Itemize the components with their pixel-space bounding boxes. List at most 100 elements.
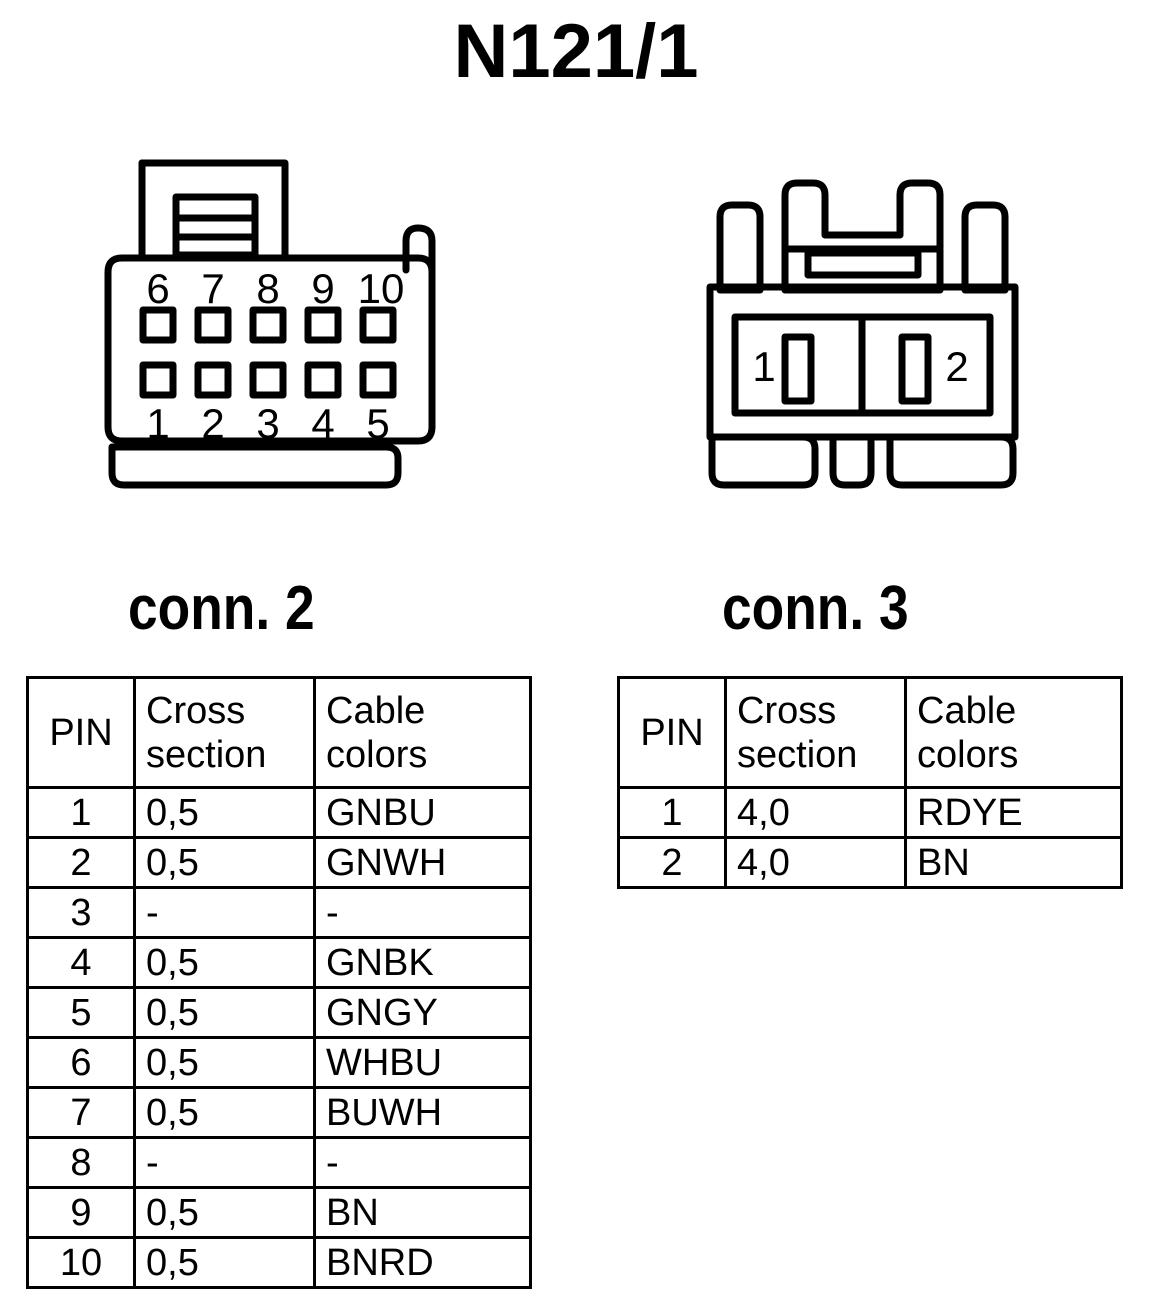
pin-label-4: 4: [311, 400, 334, 447]
cavity-pin-4: [304, 361, 342, 399]
cell-colors: GNWH: [313, 836, 532, 889]
header-colors-line2: colors: [326, 733, 428, 776]
header-cross-line2: section: [737, 733, 858, 776]
table-row: 2 4,0 BN: [617, 836, 1123, 889]
cell-colors: BUWH: [313, 1086, 532, 1139]
pin-label-7: 7: [201, 265, 224, 312]
table-body-conn2: 1 0,5 GNBU 2 0,5 GNWH 3 - - 4 0,5 GNBK 5…: [26, 786, 532, 1289]
cell-pin: 1: [617, 786, 727, 839]
blade-slot-pin-1: [781, 333, 815, 405]
pin-table-conn2: PIN Cross section Cable colors 1 0,5 GNB…: [26, 676, 532, 1289]
cell-pin: 7: [26, 1086, 136, 1139]
cell-pin: 10: [26, 1236, 136, 1289]
latch-outer-frame: [138, 159, 289, 259]
side-tab-right-inner: [402, 224, 422, 274]
cavity-pin-5: [359, 361, 397, 399]
center-latch: [781, 179, 944, 294]
top-post-right: [961, 201, 1009, 294]
cell-cross: 0,5: [133, 1036, 316, 1089]
cell-pin: 5: [26, 986, 136, 1039]
pin-label-3: 3: [256, 400, 279, 447]
table-row: 7 0,5 BUWH: [26, 1086, 532, 1139]
cell-cross: 0,5: [133, 1086, 316, 1139]
table-row: 8 - -: [26, 1136, 532, 1189]
cell-pin: 1: [26, 786, 136, 839]
chamber-label-1: 1: [752, 343, 775, 390]
header-cross-section: Cross section: [133, 676, 316, 789]
header-row: PIN Cross section Cable colors: [26, 676, 532, 789]
cell-colors: -: [313, 1136, 532, 1189]
bottom-tab-center: [829, 433, 875, 489]
table-row: 1 4,0 RDYE: [617, 786, 1123, 839]
header-row: PIN Cross section Cable colors: [617, 676, 1123, 789]
conn3-caption: conn. 3: [722, 574, 909, 643]
cell-colors: BN: [904, 836, 1123, 889]
table-row: 1 0,5 GNBU: [26, 786, 532, 839]
pin-label-5: 5: [366, 400, 389, 447]
cell-colors: GNBU: [313, 786, 532, 839]
cell-pin: 8: [26, 1136, 136, 1189]
pin-label-6: 6: [146, 265, 169, 312]
cell-pin: 6: [26, 1036, 136, 1089]
table-row: 9 0,5 BN: [26, 1186, 532, 1239]
header-cross-section: Cross section: [724, 676, 907, 789]
table-row: 2 0,5 GNWH: [26, 836, 532, 889]
cell-pin: 3: [26, 886, 136, 939]
table-row: 5 0,5 GNGY: [26, 986, 532, 1039]
table-body-conn3: 1 4,0 RDYE 2 4,0 BN: [617, 786, 1123, 889]
chamber-label-2: 2: [945, 343, 968, 390]
bottom-tab-left: [708, 433, 819, 489]
cell-cross: 0,5: [133, 1186, 316, 1239]
cell-cross: -: [133, 1136, 316, 1189]
cell-colors: BN: [313, 1186, 532, 1239]
housing-lower-lip: [108, 443, 402, 489]
cell-pin: 2: [26, 836, 136, 889]
housing-body: [706, 283, 1019, 441]
cell-colors: WHBU: [313, 1036, 532, 1089]
header-cross-line1: Cross: [146, 689, 246, 732]
table-row: 3 - -: [26, 886, 532, 939]
cavity-pin-3: [249, 361, 287, 399]
cavity-pin-6: [139, 306, 177, 344]
cavity-pin-8: [249, 306, 287, 344]
header-pin: PIN: [617, 676, 727, 789]
header-cable-colors: Cable colors: [904, 676, 1123, 789]
cell-colors: RDYE: [904, 786, 1123, 839]
cell-cross: 0,5: [133, 1236, 316, 1289]
pin-label-10: 10: [358, 265, 405, 312]
blade-slot-pin-2: [898, 333, 932, 405]
header-cross-line2: section: [146, 733, 267, 776]
table-header-conn3: PIN Cross section Cable colors: [617, 676, 1123, 789]
top-post-left: [716, 201, 764, 294]
header-cross-line1: Cross: [737, 689, 837, 732]
page-title: N121/1: [453, 9, 699, 94]
pin-table-conn3: PIN Cross section Cable colors 1 4,0 RDY…: [617, 676, 1123, 889]
table-row: 10 0,5 BNRD: [26, 1236, 532, 1289]
cavity-pin-9: [304, 306, 342, 344]
cell-pin: 9: [26, 1186, 136, 1239]
cavity-pin-2: [194, 361, 232, 399]
header-colors-line1: Cable: [917, 689, 1017, 732]
cavity-pin-10: [359, 306, 397, 344]
table-header-conn2: PIN Cross section Cable colors: [26, 676, 532, 789]
pin-label-1: 1: [146, 400, 169, 447]
table-row: 6 0,5 WHBU: [26, 1036, 532, 1089]
pin-label-8: 8: [256, 265, 279, 312]
header-colors-line2: colors: [917, 733, 1019, 776]
cell-pin: 2: [617, 836, 727, 889]
cell-pin: 4: [26, 936, 136, 989]
cell-cross: 0,5: [133, 936, 316, 989]
cell-cross: -: [133, 886, 316, 939]
connector-diagram-conn2: 6 7 8 9 10 1 2 3 4 5: [100, 155, 460, 515]
latch-inner-tab: [172, 193, 259, 259]
cell-cross: 0,5: [133, 786, 316, 839]
chamber-frame: [731, 313, 994, 417]
header-colors-line1: Cable: [326, 689, 426, 732]
conn2-caption: conn. 2: [128, 574, 315, 643]
connector-conn3-svg: 1 2: [706, 179, 1019, 489]
table-row: 4 0,5 GNBK: [26, 936, 532, 989]
header-pin: PIN: [26, 676, 136, 789]
pin-label-9: 9: [311, 265, 334, 312]
connector-diagram-conn3: 1 2: [690, 165, 1035, 515]
cell-cross: 4,0: [724, 836, 907, 889]
